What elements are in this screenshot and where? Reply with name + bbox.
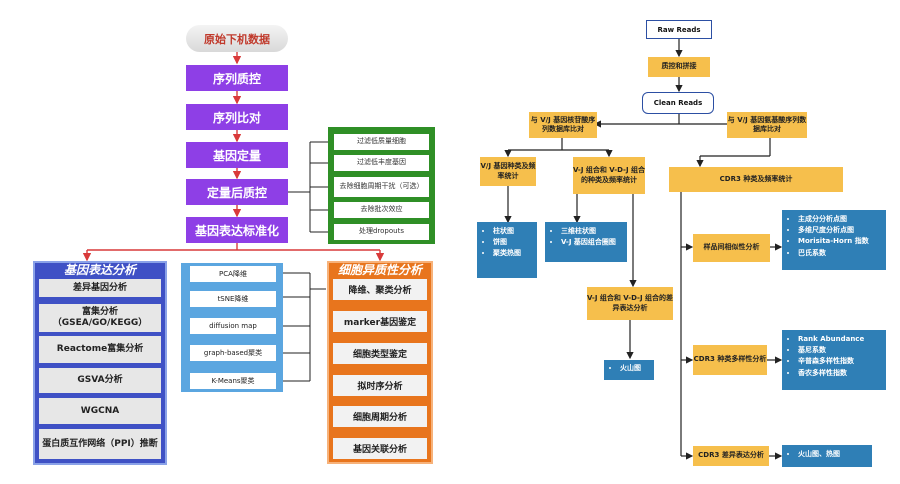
output-volcano-heatmap: 火山图、热图 [798,449,872,460]
method-kmeans: K-Means聚类 [190,373,276,389]
qc-item-filter-cells: 过滤低质量细胞 [334,134,429,150]
output-morisita-index: Morisita-Horn 指数 [798,236,886,247]
step-sequence-qc: 序列质控 [186,65,288,91]
output-bhattacharyya: 巴氏系数 [798,248,886,259]
raw-reads-node: Raw Reads [646,20,712,39]
vj-gene-type-node: V/J 基因种类及频率统计 [480,157,536,186]
method-tsne: tSNE降维 [190,291,276,307]
vj-diff-expression-node: V-J 组合和 V-D-J 组合的差异表达分析 [587,287,673,320]
step-gene-quantification: 基因定量 [186,142,288,168]
method-graph-clustering: graph-based聚类 [190,345,276,361]
het-item-pseudotime: 拟时序分析 [333,375,427,396]
clean-reads-node: Clean Reads [642,92,714,114]
vj-combination-node: V-J 组合和 V-D-J 组合的种类及频率统计 [573,157,645,194]
het-item-dim-reduction: 降维、聚类分析 [333,279,427,300]
cdr3-diff-outputs: 火山图、热图 [782,445,872,467]
output-simpson: 辛普森多样性指数 [798,356,886,367]
output-shannon: 香农多样性指数 [798,368,886,379]
expr-item-reactome: Reactome富集分析 [39,336,161,363]
cdr3-type-node: CDR3 种类及频率统计 [669,167,843,192]
output-rank-abundance: Rank Abundance [798,334,886,345]
het-item-gene-association: 基因关联分析 [333,438,427,459]
step-post-quant-qc: 定量后质控 [186,179,288,205]
similarity-outputs: 主成分分析点图多维尺度分析点图Morisita-Horn 指数巴氏系数 [782,210,886,270]
qc-item-batch-effect: 去除批次效应 [334,202,429,218]
qc-item-dropouts: 处理dropouts [334,224,429,240]
output-cluster-heatmap: 聚类热图 [493,248,537,259]
qc-item-cell-cycle: 去除细胞周期干扰（可选） [334,177,429,197]
sample-similarity-node: 样品间相似性分析 [693,234,770,262]
heterogeneity-panel-title: 细胞异质性分析 [337,262,422,277]
expr-item-enrichment: 富集分析（GSEA/GO/KEGG） [39,304,161,332]
het-item-cell-cycle: 细胞周期分析 [333,406,427,427]
method-diffusion-map: diffusion map [190,318,276,334]
volcano-output: 火山图 [604,360,654,380]
align-aminoacid-node: 与 V/J 基因氨基酸序列数据库比对 [727,112,807,138]
vj-combo-outputs: 三维柱状图V-J 基因组合圈图 [545,222,627,262]
output-mds-plot: 多维尺度分析点图 [798,225,886,236]
expr-item-wgcna: WGCNA [39,398,161,424]
method-pca: PCA降维 [190,266,276,282]
align-nucleotide-node: 与 V/J 基因核苷酸序列数据库比对 [529,112,597,138]
het-item-marker-genes: marker基因鉴定 [333,311,427,332]
cdr3-diff-expression-node: CDR3 差异表达分析 [693,446,769,466]
qc-splice-node: 质控和拼接 [648,57,710,77]
expression-panel-title: 基因表达分析 [63,262,136,277]
output-circos-plot: V-J 基因组合圈图 [561,237,627,248]
expr-item-ppi: 蛋白质互作网络（PPI）推断 [39,429,161,459]
diversity-outputs: Rank Abundance基尼系数辛普森多样性指数香农多样性指数 [782,330,886,390]
cdr3-diversity-node: CDR3 种类多样性分析 [693,345,767,375]
qc-item-filter-genes: 过滤低丰度基因 [334,155,429,171]
output-gini: 基尼系数 [798,345,886,356]
raw-data-start: 原始下机数据 [186,25,288,52]
output-3d-bar-chart: 三维柱状图 [561,226,627,237]
step-expression-normalization: 基因表达标准化 [186,217,288,243]
output-bar-chart: 柱状图 [493,226,537,237]
expr-item-gsva: GSVA分析 [39,368,161,393]
output-pca-plot: 主成分分析点图 [798,214,886,225]
vj-type-outputs: 柱状图饼图聚类热图 [477,222,537,278]
output-volcano-plot: 火山图 [620,363,654,374]
het-item-cell-type: 细胞类型鉴定 [333,343,427,364]
expr-item-deg: 差异基因分析 [39,279,161,297]
step-sequence-alignment: 序列比对 [186,104,288,130]
output-pie-chart: 饼图 [493,237,537,248]
